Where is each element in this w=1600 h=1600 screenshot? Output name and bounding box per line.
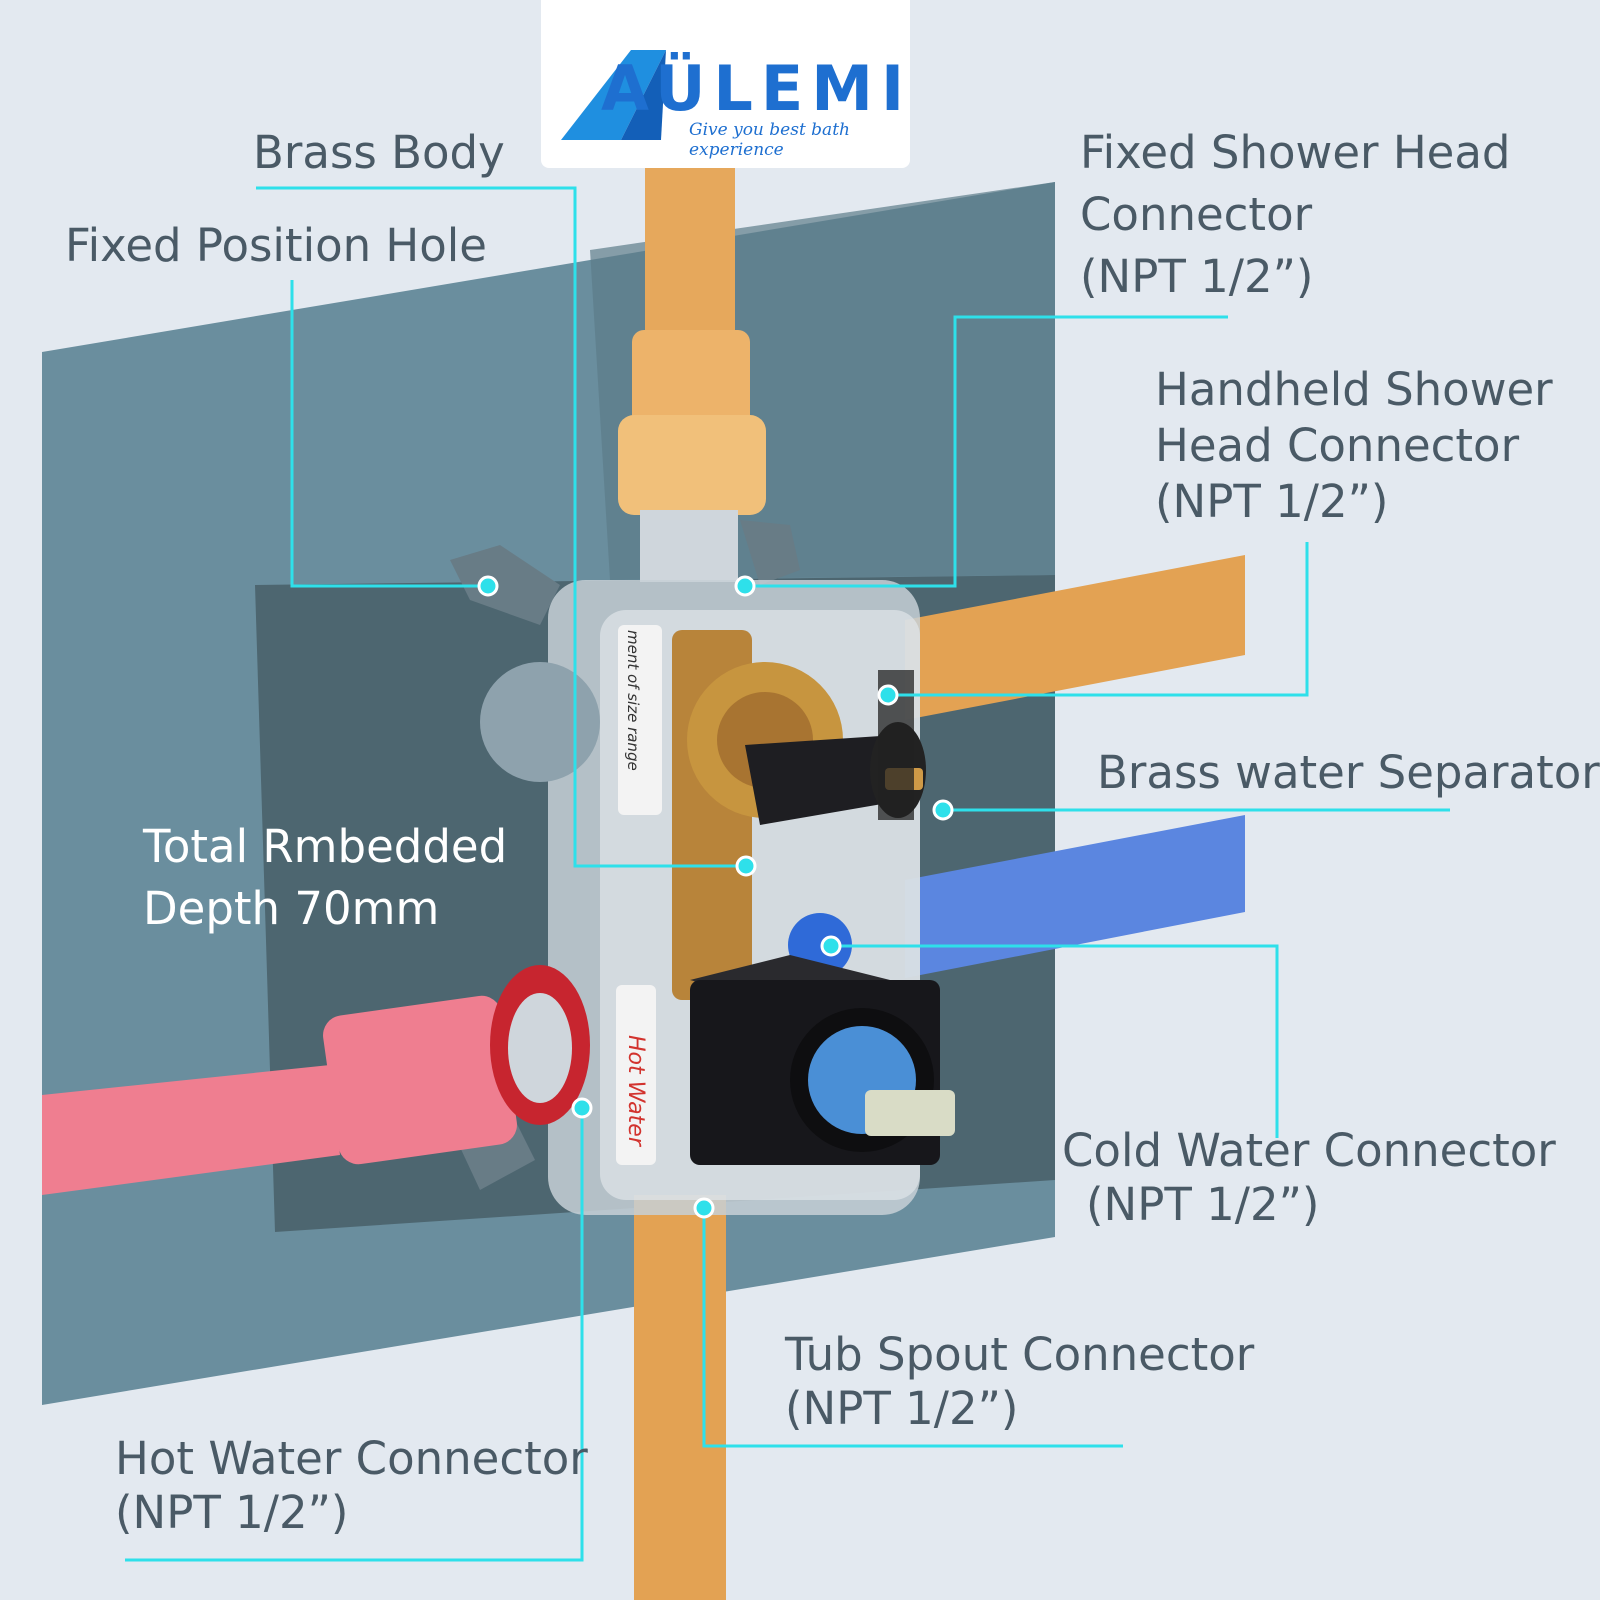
label-tub-spout: Tub Spout Connector (NPT 1/2”)	[785, 1328, 1254, 1436]
brand-logo-mark	[561, 50, 666, 140]
top-chrome-connector	[640, 510, 738, 582]
hot-pipe	[42, 1065, 340, 1195]
label-fixed-shower-head-line-1: Fixed Shower Head	[1080, 126, 1511, 179]
hot-pipe-fitting	[323, 995, 517, 1165]
label-total-depth-line-1: Total Rmbedded	[143, 820, 508, 873]
top-pipe-fitting-ring	[618, 415, 766, 515]
size-label-strip	[618, 625, 662, 815]
label-hot-water-line-1: Hot Water Connector	[115, 1432, 588, 1485]
label-brass-water-separator: Brass water Separator	[1097, 746, 1600, 799]
dot-separator	[932, 799, 954, 821]
mounting-ear-top-left	[450, 545, 560, 625]
label-total-depth: Total Rmbedded Depth 70mm	[143, 816, 507, 940]
callout-tub-spout	[702, 1208, 1123, 1448]
hot-inlet-chrome	[508, 993, 572, 1103]
callout-lines	[125, 186, 1450, 1562]
label-fixed-position-hole: Fixed Position Hole	[65, 219, 487, 272]
callout-cold-water	[831, 944, 1279, 1138]
dot-fixed-position-hole	[477, 575, 499, 597]
handheld-pipe	[905, 555, 1245, 720]
label-handheld-line-3: (NPT 1/2”)	[1155, 475, 1389, 528]
dot-brass-body	[735, 855, 757, 877]
size-label-text: ment of size range	[624, 630, 642, 771]
separator-stem	[745, 735, 905, 825]
label-cold-water: Cold Water Connector (NPT 1/2”)	[1062, 1124, 1556, 1232]
label-hot-water: Hot Water Connector (NPT 1/2”)	[115, 1432, 588, 1540]
dot-tub-spout	[693, 1197, 715, 1219]
callout-brass-body	[256, 186, 746, 868]
label-tub-spout-line-1: Tub Spout Connector	[785, 1328, 1255, 1381]
label-handheld-line-2: Head Connector	[1155, 419, 1520, 472]
callout-hot-water	[125, 1108, 584, 1562]
label-handheld-line-1: Handheld Shower	[1155, 363, 1553, 416]
dot-cold-water	[820, 935, 842, 957]
brand-tagline: Give you best bath experience	[689, 120, 850, 160]
label-cold-water-line-2: (NPT 1/2”)	[1086, 1178, 1320, 1231]
label-total-depth-line-2: Depth 70mm	[143, 882, 440, 935]
label-fixed-shower-head-line-3: (NPT 1/2”)	[1080, 250, 1314, 303]
label-cold-water-line-1: Cold Water Connector	[1062, 1124, 1556, 1177]
label-brass-body: Brass Body	[253, 126, 505, 179]
label-hot-water-line-2: (NPT 1/2”)	[115, 1486, 349, 1539]
hot-water-label-text: Hot Water	[623, 1035, 648, 1148]
label-tub-spout-line-2: (NPT 1/2”)	[785, 1382, 1019, 1435]
brand-name: AÜLEMI	[601, 52, 913, 125]
hot-water-label-strip	[616, 985, 656, 1165]
callout-handheld	[888, 542, 1309, 697]
brand-logo-card: AÜLEMI Give you best bath experience	[541, 0, 910, 168]
cold-pipe	[905, 815, 1245, 978]
callout-fixed-position-hole	[290, 280, 488, 588]
housing-side-plug	[480, 662, 600, 782]
dot-handheld	[877, 684, 899, 706]
cartridge-spindle	[865, 1090, 955, 1136]
dot-fixed-shower-head	[734, 575, 756, 597]
top-pipe-fitting	[632, 330, 750, 440]
label-handheld-shower-head: Handheld Shower Head Connector (NPT 1/2”…	[1155, 362, 1553, 530]
mounting-ear-top-right	[740, 520, 800, 585]
dot-hot-water	[571, 1097, 593, 1119]
label-fixed-shower-head-line-2: Connector	[1080, 188, 1313, 241]
label-fixed-shower-head: Fixed Shower Head Connector (NPT 1/2”)	[1080, 122, 1511, 308]
callout-dots	[477, 575, 954, 1219]
bottom-pipe	[634, 1195, 726, 1600]
callout-fixed-shower-head	[745, 315, 1228, 588]
